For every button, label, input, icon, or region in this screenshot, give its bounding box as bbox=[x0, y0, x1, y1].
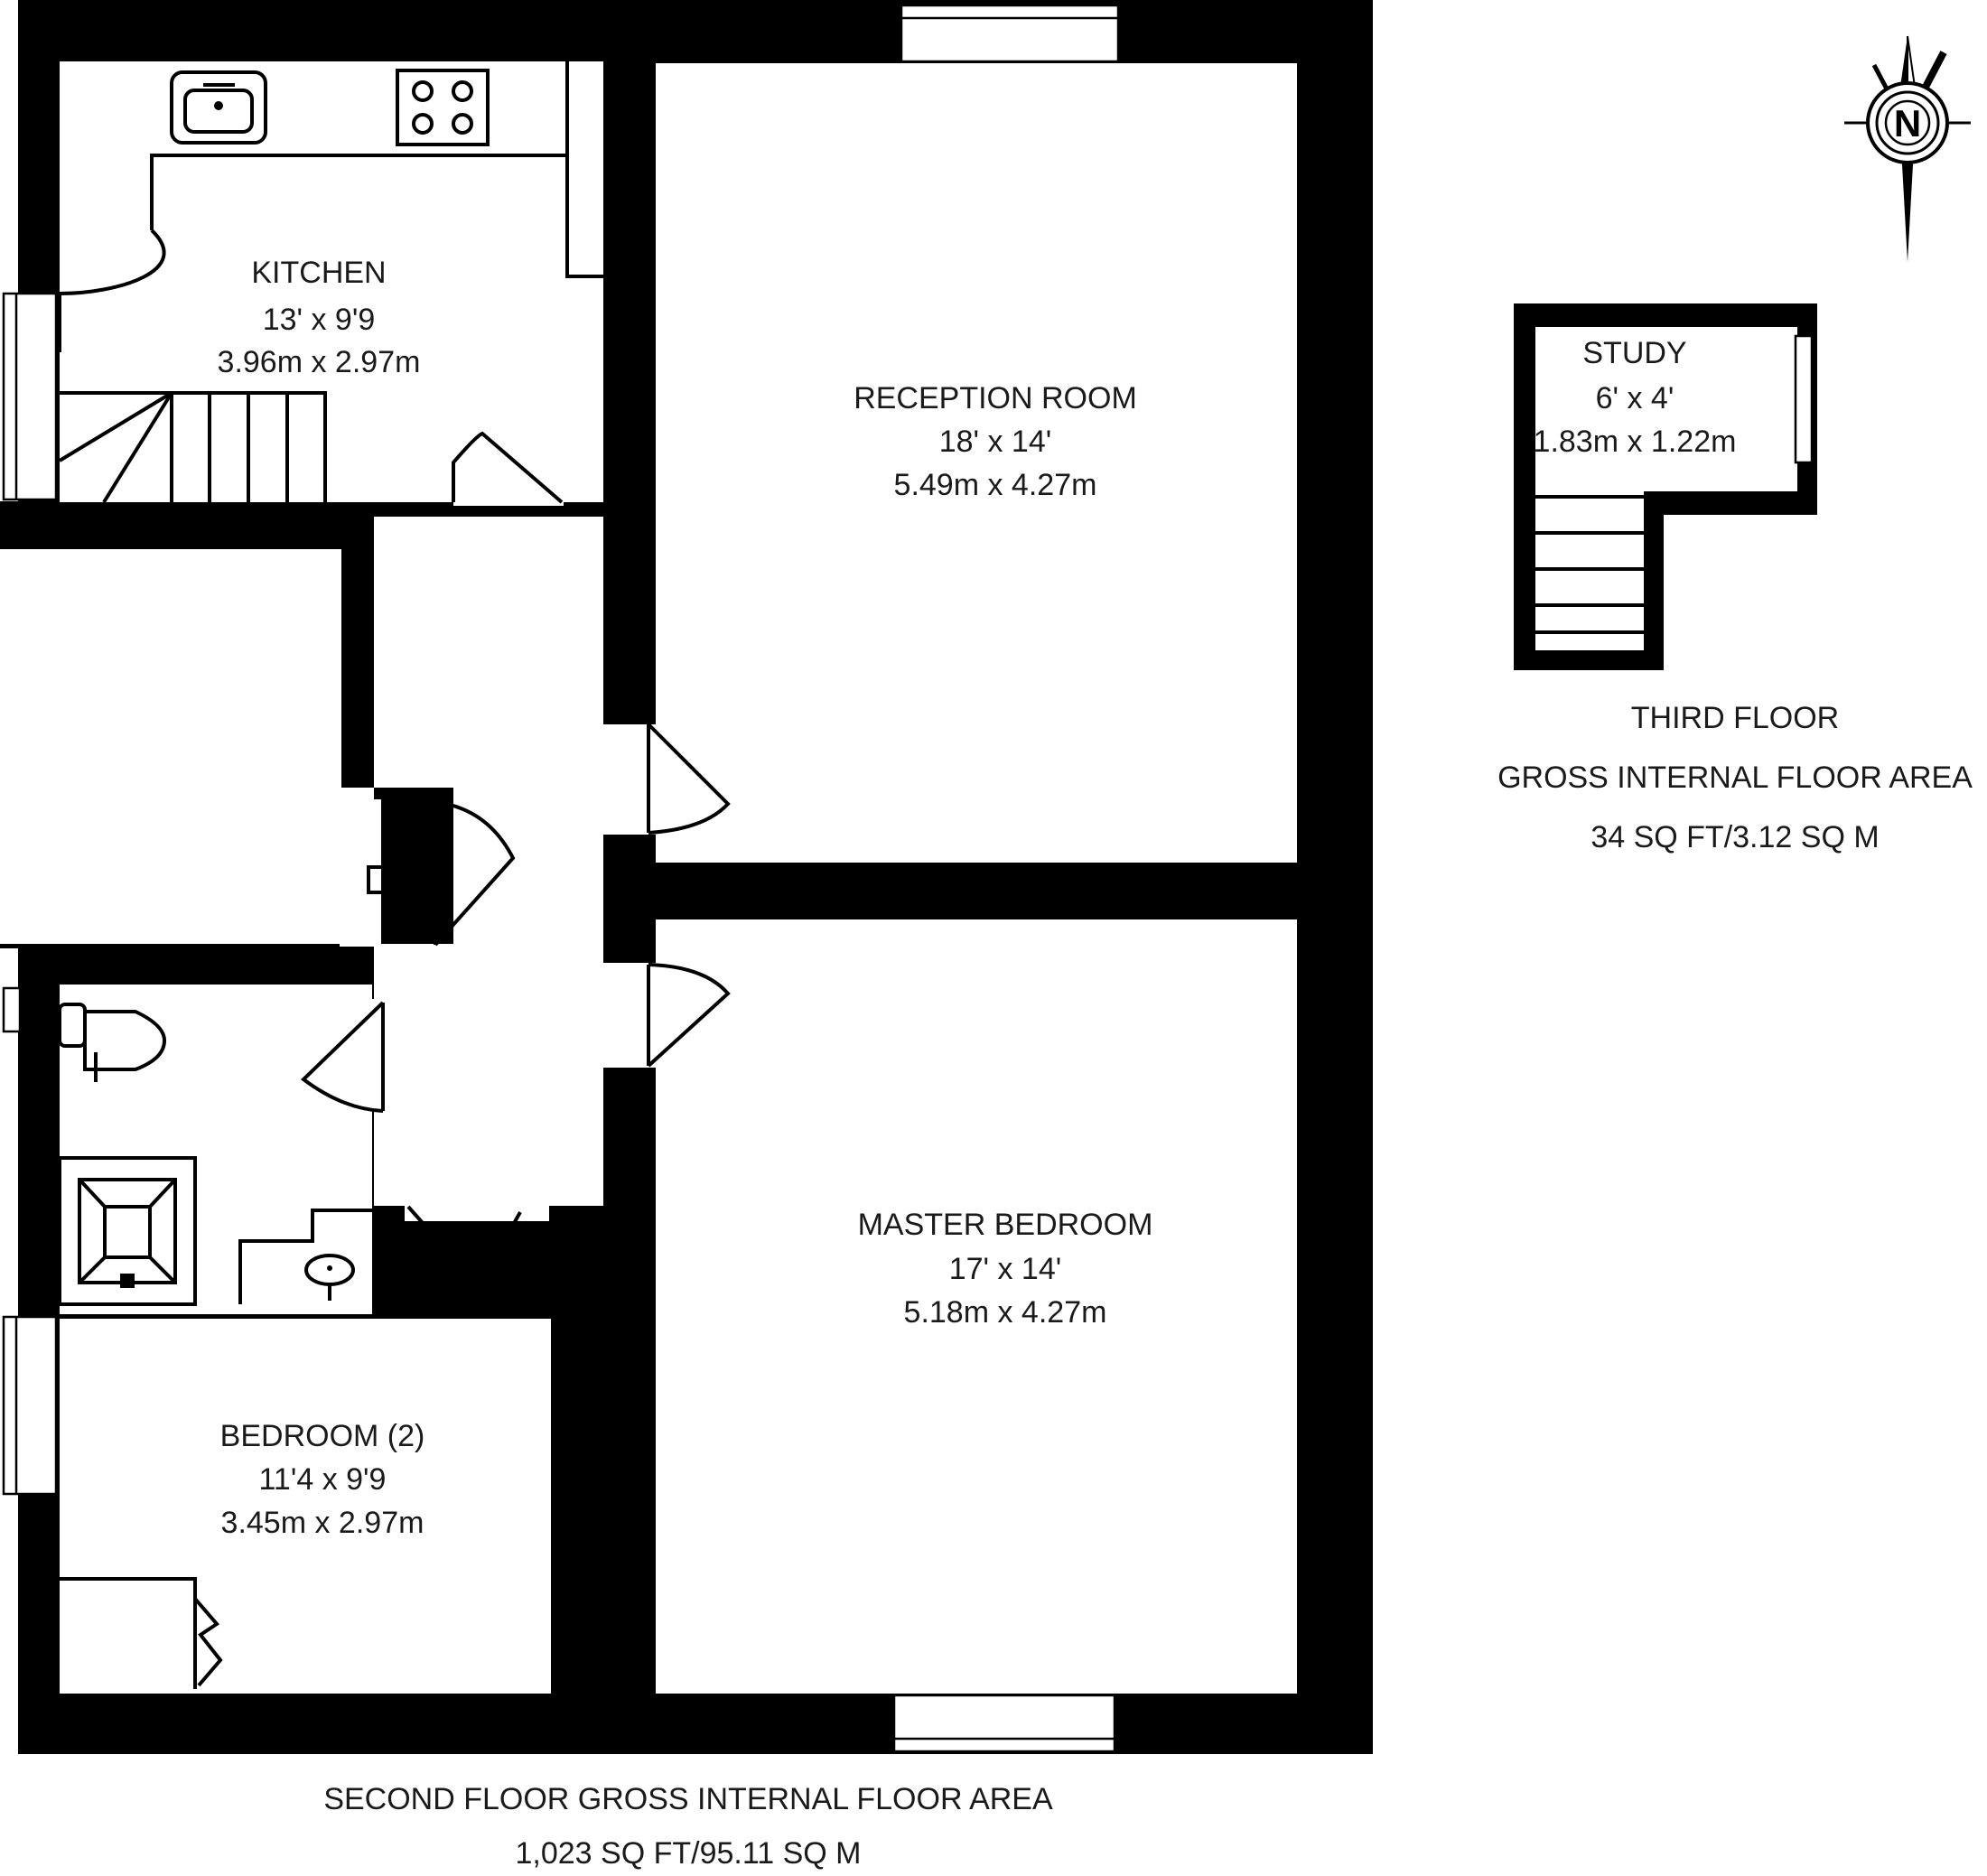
toilet-icon bbox=[58, 1003, 167, 1082]
svg-text:1.83m x 1.22m: 1.83m x 1.22m bbox=[1534, 425, 1737, 459]
svg-text:BEDROOM (2): BEDROOM (2) bbox=[220, 1419, 425, 1453]
master-bedroom-label: MASTER BEDROOM 17' x 14' 5.18m x 4.27m bbox=[858, 1208, 1153, 1330]
kitchen-worktop bbox=[150, 61, 603, 278]
window-bedroom2 bbox=[2, 1315, 58, 1496]
entrance-door[interactable] bbox=[434, 800, 516, 947]
kitchen-door[interactable] bbox=[452, 431, 564, 504]
basin-icon bbox=[238, 1209, 374, 1304]
third-floor-title: THIRD FLOOR bbox=[1631, 701, 1839, 735]
svg-text:13' x 9'9: 13' x 9'9 bbox=[263, 303, 376, 337]
svg-text:MASTER BEDROOM: MASTER BEDROOM bbox=[858, 1208, 1153, 1242]
bathroom-door[interactable] bbox=[300, 1001, 385, 1113]
sink-icon bbox=[170, 70, 267, 145]
svg-text:6' x 4': 6' x 4' bbox=[1596, 381, 1674, 415]
bedroom2-label: BEDROOM (2) 11'4 x 9'9 3.45m x 2.97m bbox=[220, 1419, 425, 1540]
walls bbox=[0, 0, 1373, 1754]
reception-label: RECEPTION ROOM 18' x 14' 5.49m x 4.27m bbox=[854, 381, 1137, 502]
second-floor-area-label: SECOND FLOOR GROSS INTERNAL FLOOR AREA bbox=[323, 1782, 1053, 1816]
svg-text:3.45m x 2.97m: 3.45m x 2.97m bbox=[221, 1506, 424, 1540]
master-bedroom-door[interactable] bbox=[647, 963, 731, 1068]
window-study bbox=[1794, 334, 1814, 464]
staircase bbox=[58, 391, 327, 504]
svg-text:STUDY: STUDY bbox=[1582, 336, 1686, 370]
svg-text:5.49m x 4.27m: 5.49m x 4.27m bbox=[894, 468, 1097, 502]
third-floor-area-value: 34 SQ FT/3.12 SQ M bbox=[1591, 820, 1879, 854]
reception-door[interactable] bbox=[647, 723, 731, 835]
third-floor-plan: STUDY 6' x 4' 1.83m x 1.22m THIRD FLOOR … bbox=[1497, 303, 1973, 854]
svg-text:N: N bbox=[1894, 102, 1921, 145]
window-kitchen bbox=[2, 292, 58, 501]
kitchen-label: KITCHEN 13' x 9'9 3.96m x 2.97m bbox=[218, 256, 421, 379]
shower-icon bbox=[58, 1156, 197, 1306]
svg-text:3.96m x 2.97m: 3.96m x 2.97m bbox=[218, 345, 421, 379]
bedroom2-door[interactable] bbox=[406, 1205, 522, 1290]
third-floor-area-label: GROSS INTERNAL FLOOR AREA bbox=[1497, 761, 1973, 795]
second-floor-area-value: 1,023 SQ FT/95.11 SQ M bbox=[516, 1836, 862, 1871]
svg-text:RECEPTION ROOM: RECEPTION ROOM bbox=[854, 381, 1137, 415]
window-bottom bbox=[892, 1694, 1116, 1753]
entrance-arrow-icon bbox=[367, 852, 416, 908]
svg-text:18' x 14': 18' x 14' bbox=[939, 425, 1052, 459]
second-floor-plan: KITCHEN 13' x 9'9 3.96m x 2.97m RECEPTIO… bbox=[0, 0, 1373, 1871]
wardrobe bbox=[60, 1577, 223, 1689]
window-bathroom bbox=[2, 986, 22, 1033]
compass-icon: N bbox=[1844, 35, 1971, 262]
svg-text:5.18m x 4.27m: 5.18m x 4.27m bbox=[904, 1295, 1107, 1330]
window-top bbox=[900, 4, 1120, 63]
svg-text:17' x 14': 17' x 14' bbox=[949, 1252, 1062, 1286]
svg-text:11'4 x 9'9: 11'4 x 9'9 bbox=[259, 1462, 387, 1497]
study-label: STUDY 6' x 4' 1.83m x 1.22m bbox=[1534, 336, 1737, 459]
hob-icon bbox=[396, 69, 490, 146]
svg-text:KITCHEN: KITCHEN bbox=[251, 256, 386, 290]
study-staircase bbox=[1535, 495, 1644, 634]
kitchen-door-swing bbox=[58, 229, 166, 352]
